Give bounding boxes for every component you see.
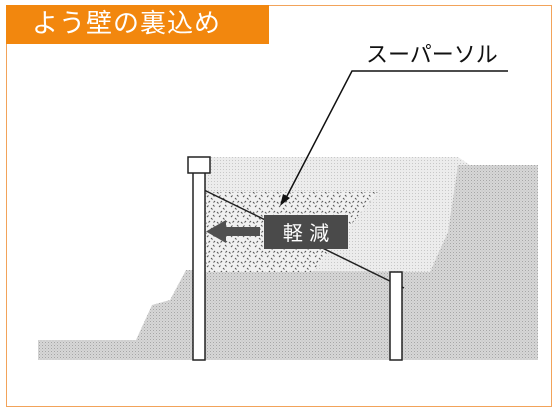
page-title: よう壁の裏込め [6,5,269,44]
material-label: スーパーソル [366,43,498,68]
leader-line [285,70,508,199]
retaining-wall [192,165,206,361]
reduction-badge [264,215,348,249]
wall-cap [187,156,211,174]
arrow-left-icon [206,220,260,243]
leader-arrowhead [280,194,290,206]
ground [38,165,538,360]
reduction-label: 軽 減 [283,221,329,245]
anchor-post [389,271,403,361]
